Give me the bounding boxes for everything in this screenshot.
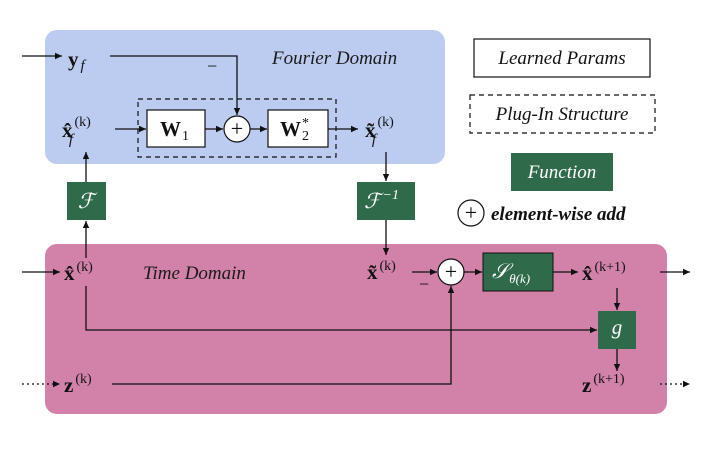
w2-box [267, 109, 329, 148]
legend-function-label: Function [527, 162, 597, 183]
time-plus-sign: + [445, 259, 457, 284]
z-k-label: z(k) [64, 372, 92, 397]
legend-plugin-box [469, 94, 656, 134]
shrinkage-box [482, 252, 554, 292]
xtilde-f-k-label: x̃(k)f [365, 115, 394, 148]
z-to-add-path [112, 286, 455, 385]
fft-box [67, 182, 106, 220]
legend-plus-sign: + [465, 200, 477, 225]
w1-label: W1 [160, 117, 189, 144]
xhat-k-label: x̂(k) [64, 260, 93, 285]
fourier-domain-title: Fourier Domain [271, 48, 397, 69]
g-function-label: g [612, 315, 623, 339]
time-domain-title: Time Domain [143, 263, 246, 284]
g-function-box [598, 311, 636, 349]
legend-learned-params-box [473, 38, 651, 78]
legend-elementwise-label: element-wise add [491, 204, 626, 225]
xhat-f-k-label: x̂(k)f [62, 115, 91, 148]
ifft-box [357, 182, 415, 220]
fourier-plus-sign: + [231, 116, 243, 141]
legend-function-box [511, 153, 613, 191]
fft-label: ℱ [78, 189, 98, 213]
xhat-to-g-path [85, 286, 597, 334]
w2-label: W*2 [280, 116, 309, 144]
legend-learned-params-label: Learned Params [497, 48, 625, 69]
legend-add-circle [457, 199, 485, 227]
time-minus-sign: − [419, 274, 429, 294]
z-next-label: z(k+1) [582, 372, 625, 397]
xtilde-k-label: x̃(k) [367, 259, 396, 284]
legend-plugin-label: Plug-In Structure [495, 104, 629, 125]
time-domain-panel [45, 244, 667, 414]
y-to-add-arrow [110, 55, 241, 115]
fourier-minus-sign: − [207, 56, 217, 76]
ifft-label: ℱ−1 [364, 188, 399, 213]
xhat-next-label: x̂(k+1) [582, 260, 626, 285]
